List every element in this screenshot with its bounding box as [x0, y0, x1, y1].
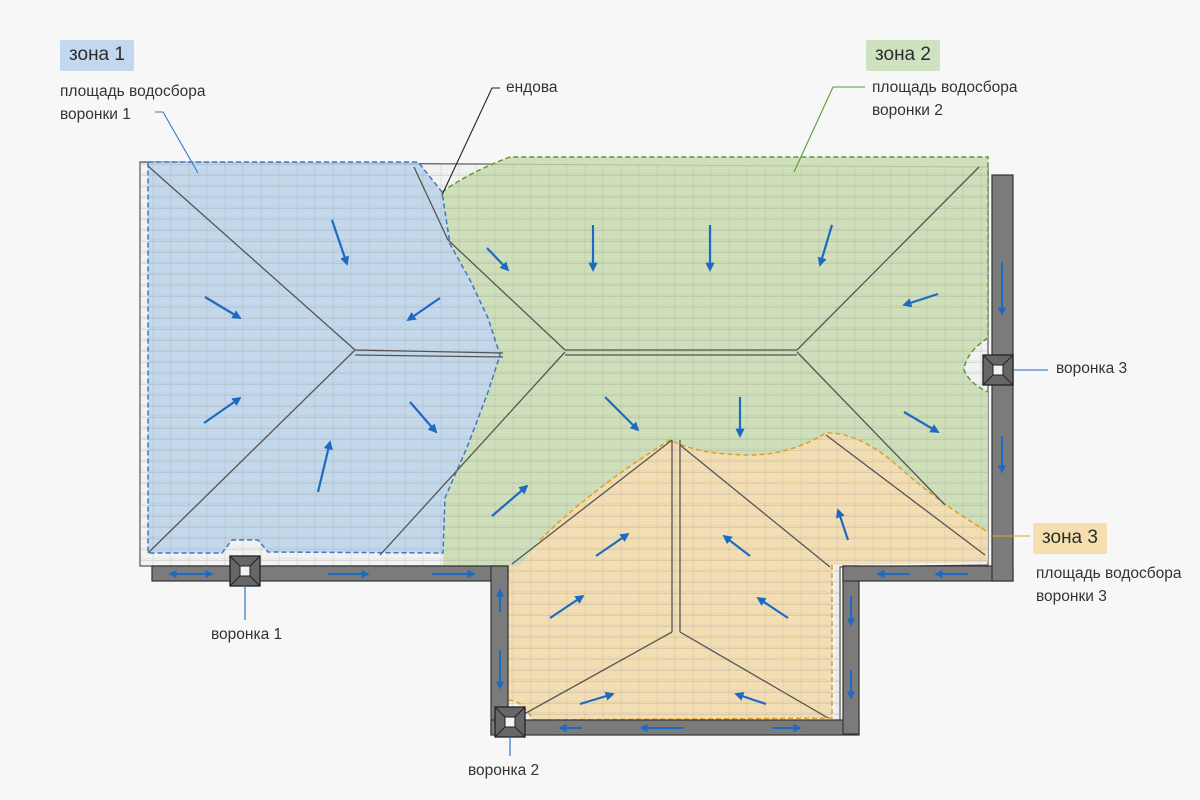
zone1-outline	[147, 161, 501, 554]
funnel-3-icon	[982, 354, 1014, 386]
leader-lines	[155, 86, 1048, 756]
roof-flow-arrows	[203, 219, 940, 706]
zone2-label: зона 2	[875, 44, 931, 65]
zone3-badge: зона 3	[1033, 523, 1107, 554]
zone1-leader	[155, 111, 199, 174]
valley-label: ендова	[506, 79, 558, 96]
roof-tiles	[140, 162, 988, 722]
gutter-right-small-vertical	[842, 565, 860, 735]
funnel3-label: воронка 3	[1056, 360, 1128, 377]
gutter-flow-arrows	[168, 262, 1007, 733]
zone1-label: зона 1	[69, 44, 125, 65]
zone3-description-line1: площадь водосбора	[1036, 565, 1182, 582]
zone1-description: площадь водосбора воронки 1	[60, 80, 206, 126]
zone1-description-line2: воронки 1	[60, 106, 131, 123]
roof-ridges	[147, 165, 986, 719]
funnel-1-icon	[229, 555, 261, 587]
zone2-badge: зона 2	[866, 40, 940, 71]
zone2-description: площадь водосбора воронки 2	[872, 76, 1018, 122]
zone2-description-line2: воронки 2	[872, 102, 943, 119]
zone3-description: площадь водосбора воронки 3	[1036, 562, 1182, 608]
gutter-bottom-right	[842, 565, 1014, 582]
zone2-description-line1: площадь водосбора	[872, 79, 1018, 96]
funnel1-label: воронка 1	[211, 626, 283, 643]
zone2-outline	[441, 156, 989, 393]
zone3-label: зона 3	[1042, 527, 1098, 548]
zone3-description-line2: воронки 3	[1036, 588, 1107, 605]
zone2-leader	[793, 86, 865, 173]
zone1-description-line1: площадь водосбора	[60, 83, 206, 100]
valley-leader	[441, 87, 500, 196]
funnel-2-icon	[494, 706, 526, 738]
zone1-badge: зона 1	[60, 40, 134, 71]
funnel2-label: воронка 2	[468, 762, 540, 779]
